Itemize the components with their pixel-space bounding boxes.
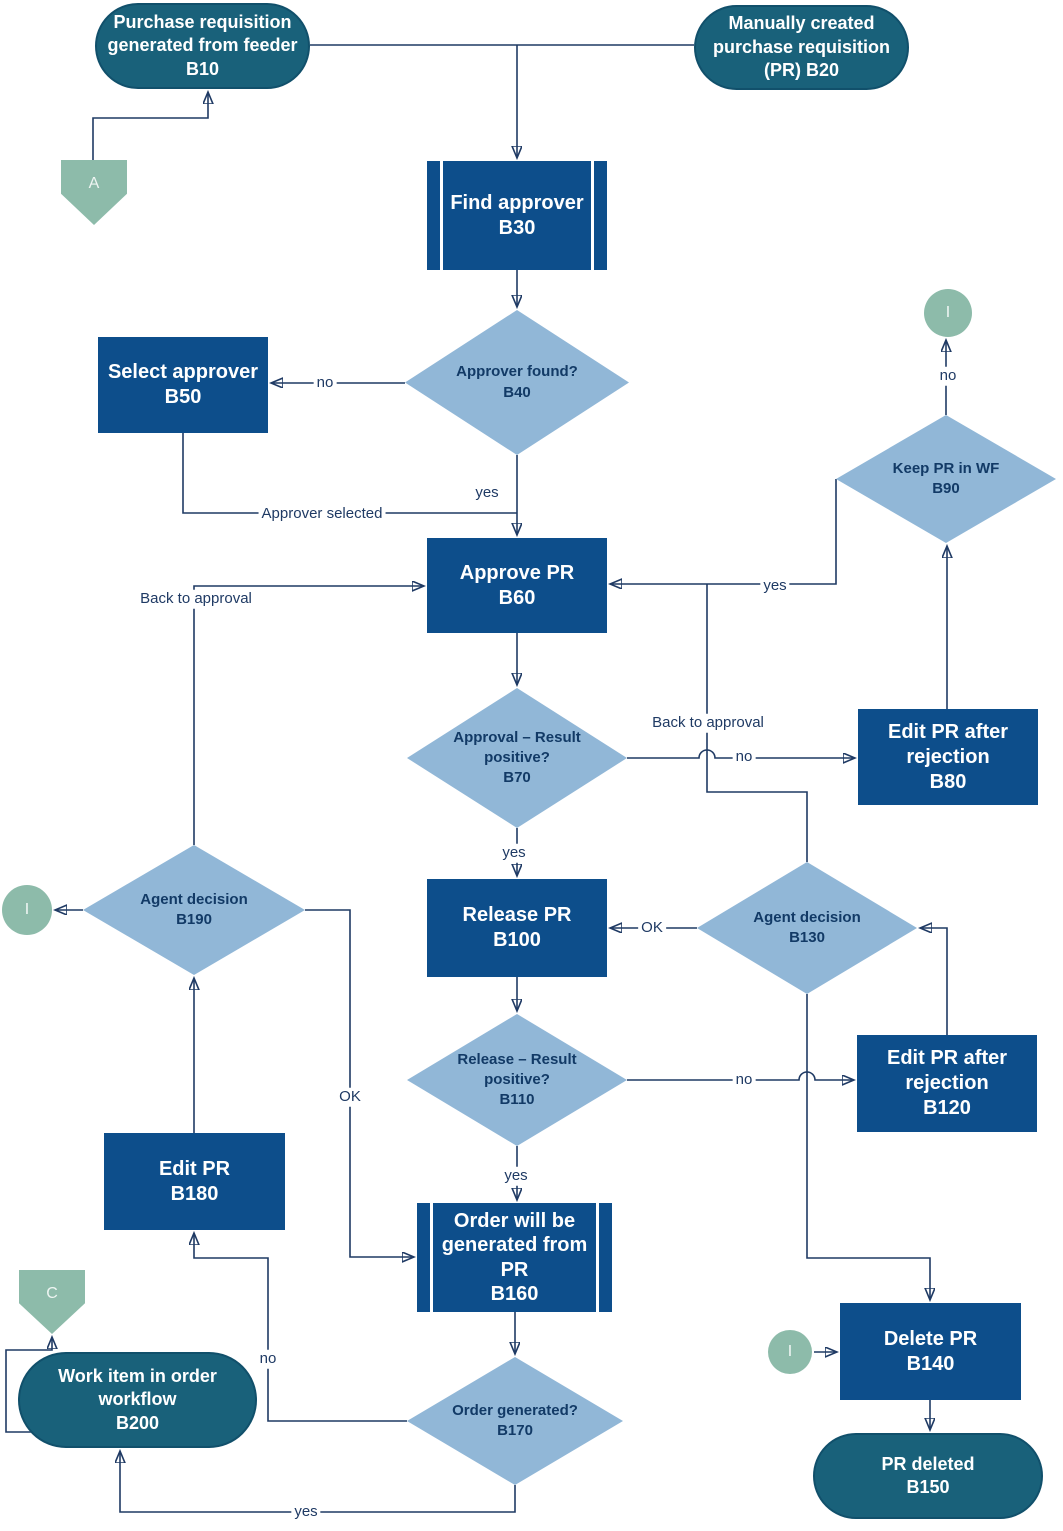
decision-b190-label: Agent decision B190 bbox=[140, 890, 248, 928]
edge-b170-b180-no bbox=[194, 1235, 407, 1422]
edge-b200-c bbox=[5, 1339, 57, 1433]
edge-label-b170-no: no bbox=[256, 1349, 280, 1369]
subprocess-b160-label: Order will be generated from PR B160 bbox=[441, 1209, 588, 1305]
edge-label-b110-no: no bbox=[732, 1070, 756, 1090]
terminator-b150-label: PR deleted B150 bbox=[881, 1453, 975, 1497]
terminator-b10: Purchase requisition generated from feed… bbox=[95, 3, 310, 89]
edge-a-b10 bbox=[92, 94, 208, 160]
subprocess-bar-right bbox=[591, 161, 594, 270]
process-b140-label: Delete PR B140 bbox=[883, 1327, 978, 1375]
process-b80-label: Edit PR after rejection B80 bbox=[887, 720, 1009, 793]
process-b60: Approve PR B60 bbox=[427, 538, 607, 633]
process-b50: Select approver B50 bbox=[98, 337, 268, 433]
decision-b40-label: Approver found? B40 bbox=[456, 363, 578, 401]
decision-b170-label: Order generated? B170 bbox=[452, 1401, 578, 1439]
process-b180: Edit PR B180 bbox=[104, 1133, 285, 1230]
edge-label-b170-yes: yes bbox=[291, 1502, 321, 1522]
edge-label-back-to-approval-left: Back to approval bbox=[137, 589, 255, 609]
connector-i-left: I bbox=[2, 885, 52, 935]
edge-label-b40-yes: yes bbox=[472, 483, 502, 503]
edge-b190-b60-back bbox=[193, 586, 422, 845]
edge-b190-b160-ok bbox=[305, 909, 412, 1257]
connector-i-bottom: I bbox=[768, 1330, 812, 1374]
edge-label-b90-no: no bbox=[936, 366, 960, 386]
decision-b130-label: Agent decision B130 bbox=[753, 908, 861, 946]
edge-label-b70-yes: yes bbox=[499, 843, 529, 863]
terminator-b20: Manually created purchase requisition (P… bbox=[694, 5, 909, 90]
edge-label-back-to-approval-right: Back to approval bbox=[649, 713, 767, 733]
offpage-connector-c-label: C bbox=[46, 1285, 58, 1302]
edge-label-b110-yes: yes bbox=[501, 1166, 531, 1186]
terminator-b20-label: Manually created purchase requisition (P… bbox=[712, 13, 891, 81]
process-b100: Release PR B100 bbox=[427, 879, 607, 977]
subprocess-b30-label: Find approver B30 bbox=[450, 192, 584, 239]
edge-b130-b60-back bbox=[706, 584, 808, 862]
edge-label-b90-yes: yes bbox=[760, 576, 790, 596]
edge-label-b70-no: no bbox=[732, 747, 756, 767]
connector-i-left-label: I bbox=[24, 901, 30, 918]
process-b120-label: Edit PR after rejection B120 bbox=[886, 1047, 1008, 1119]
process-b120: Edit PR after rejection B120 bbox=[857, 1035, 1037, 1132]
edge-b120-b130 bbox=[922, 928, 948, 1035]
subprocess-b160: Order will be generated from PR B160 bbox=[417, 1203, 612, 1312]
process-b80: Edit PR after rejection B80 bbox=[858, 709, 1038, 805]
terminator-b150: PR deleted B150 bbox=[813, 1433, 1043, 1519]
process-b60-label: Approve PR B60 bbox=[459, 561, 575, 609]
connector-i-bottom-label: I bbox=[787, 1343, 793, 1360]
terminator-b10-label: Purchase requisition generated from feed… bbox=[107, 11, 298, 79]
subprocess-bar-left bbox=[430, 1203, 433, 1312]
decision-b110-label: Release – Result positive? B110 bbox=[457, 1050, 577, 1109]
edge-label-b130-ok: OK bbox=[638, 918, 666, 938]
edge-label-b40-no: no bbox=[313, 373, 337, 393]
subprocess-bar-left bbox=[440, 161, 443, 270]
edge-label-approver-selected: Approver selected bbox=[258, 504, 386, 524]
process-b100-label: Release PR B100 bbox=[462, 904, 572, 951]
offpage-connector-a-label: A bbox=[88, 175, 100, 192]
process-b50-label: Select approver B50 bbox=[107, 361, 259, 408]
terminator-b200-label: Work item in order workflow B200 bbox=[58, 1365, 217, 1433]
edge-b130-b140 bbox=[806, 994, 930, 1298]
decision-b70-label: Approval – Result positive? B70 bbox=[453, 728, 581, 787]
process-b140: Delete PR B140 bbox=[840, 1303, 1021, 1400]
subprocess-b30: Find approver B30 bbox=[427, 161, 607, 270]
terminator-b200: Work item in order workflow B200 bbox=[18, 1352, 257, 1448]
edge-b50-join bbox=[182, 433, 517, 514]
decision-b90-label: Keep PR in WF B90 bbox=[892, 459, 1000, 497]
connector-i-top: I bbox=[924, 289, 972, 337]
connector-i-top-label: I bbox=[945, 304, 951, 321]
edge-b90-b60-yes bbox=[612, 479, 837, 584]
subprocess-bar-right bbox=[596, 1203, 599, 1312]
edge-label-b190-ok: OK bbox=[336, 1087, 364, 1107]
process-b180-label: Edit PR B180 bbox=[158, 1157, 231, 1205]
